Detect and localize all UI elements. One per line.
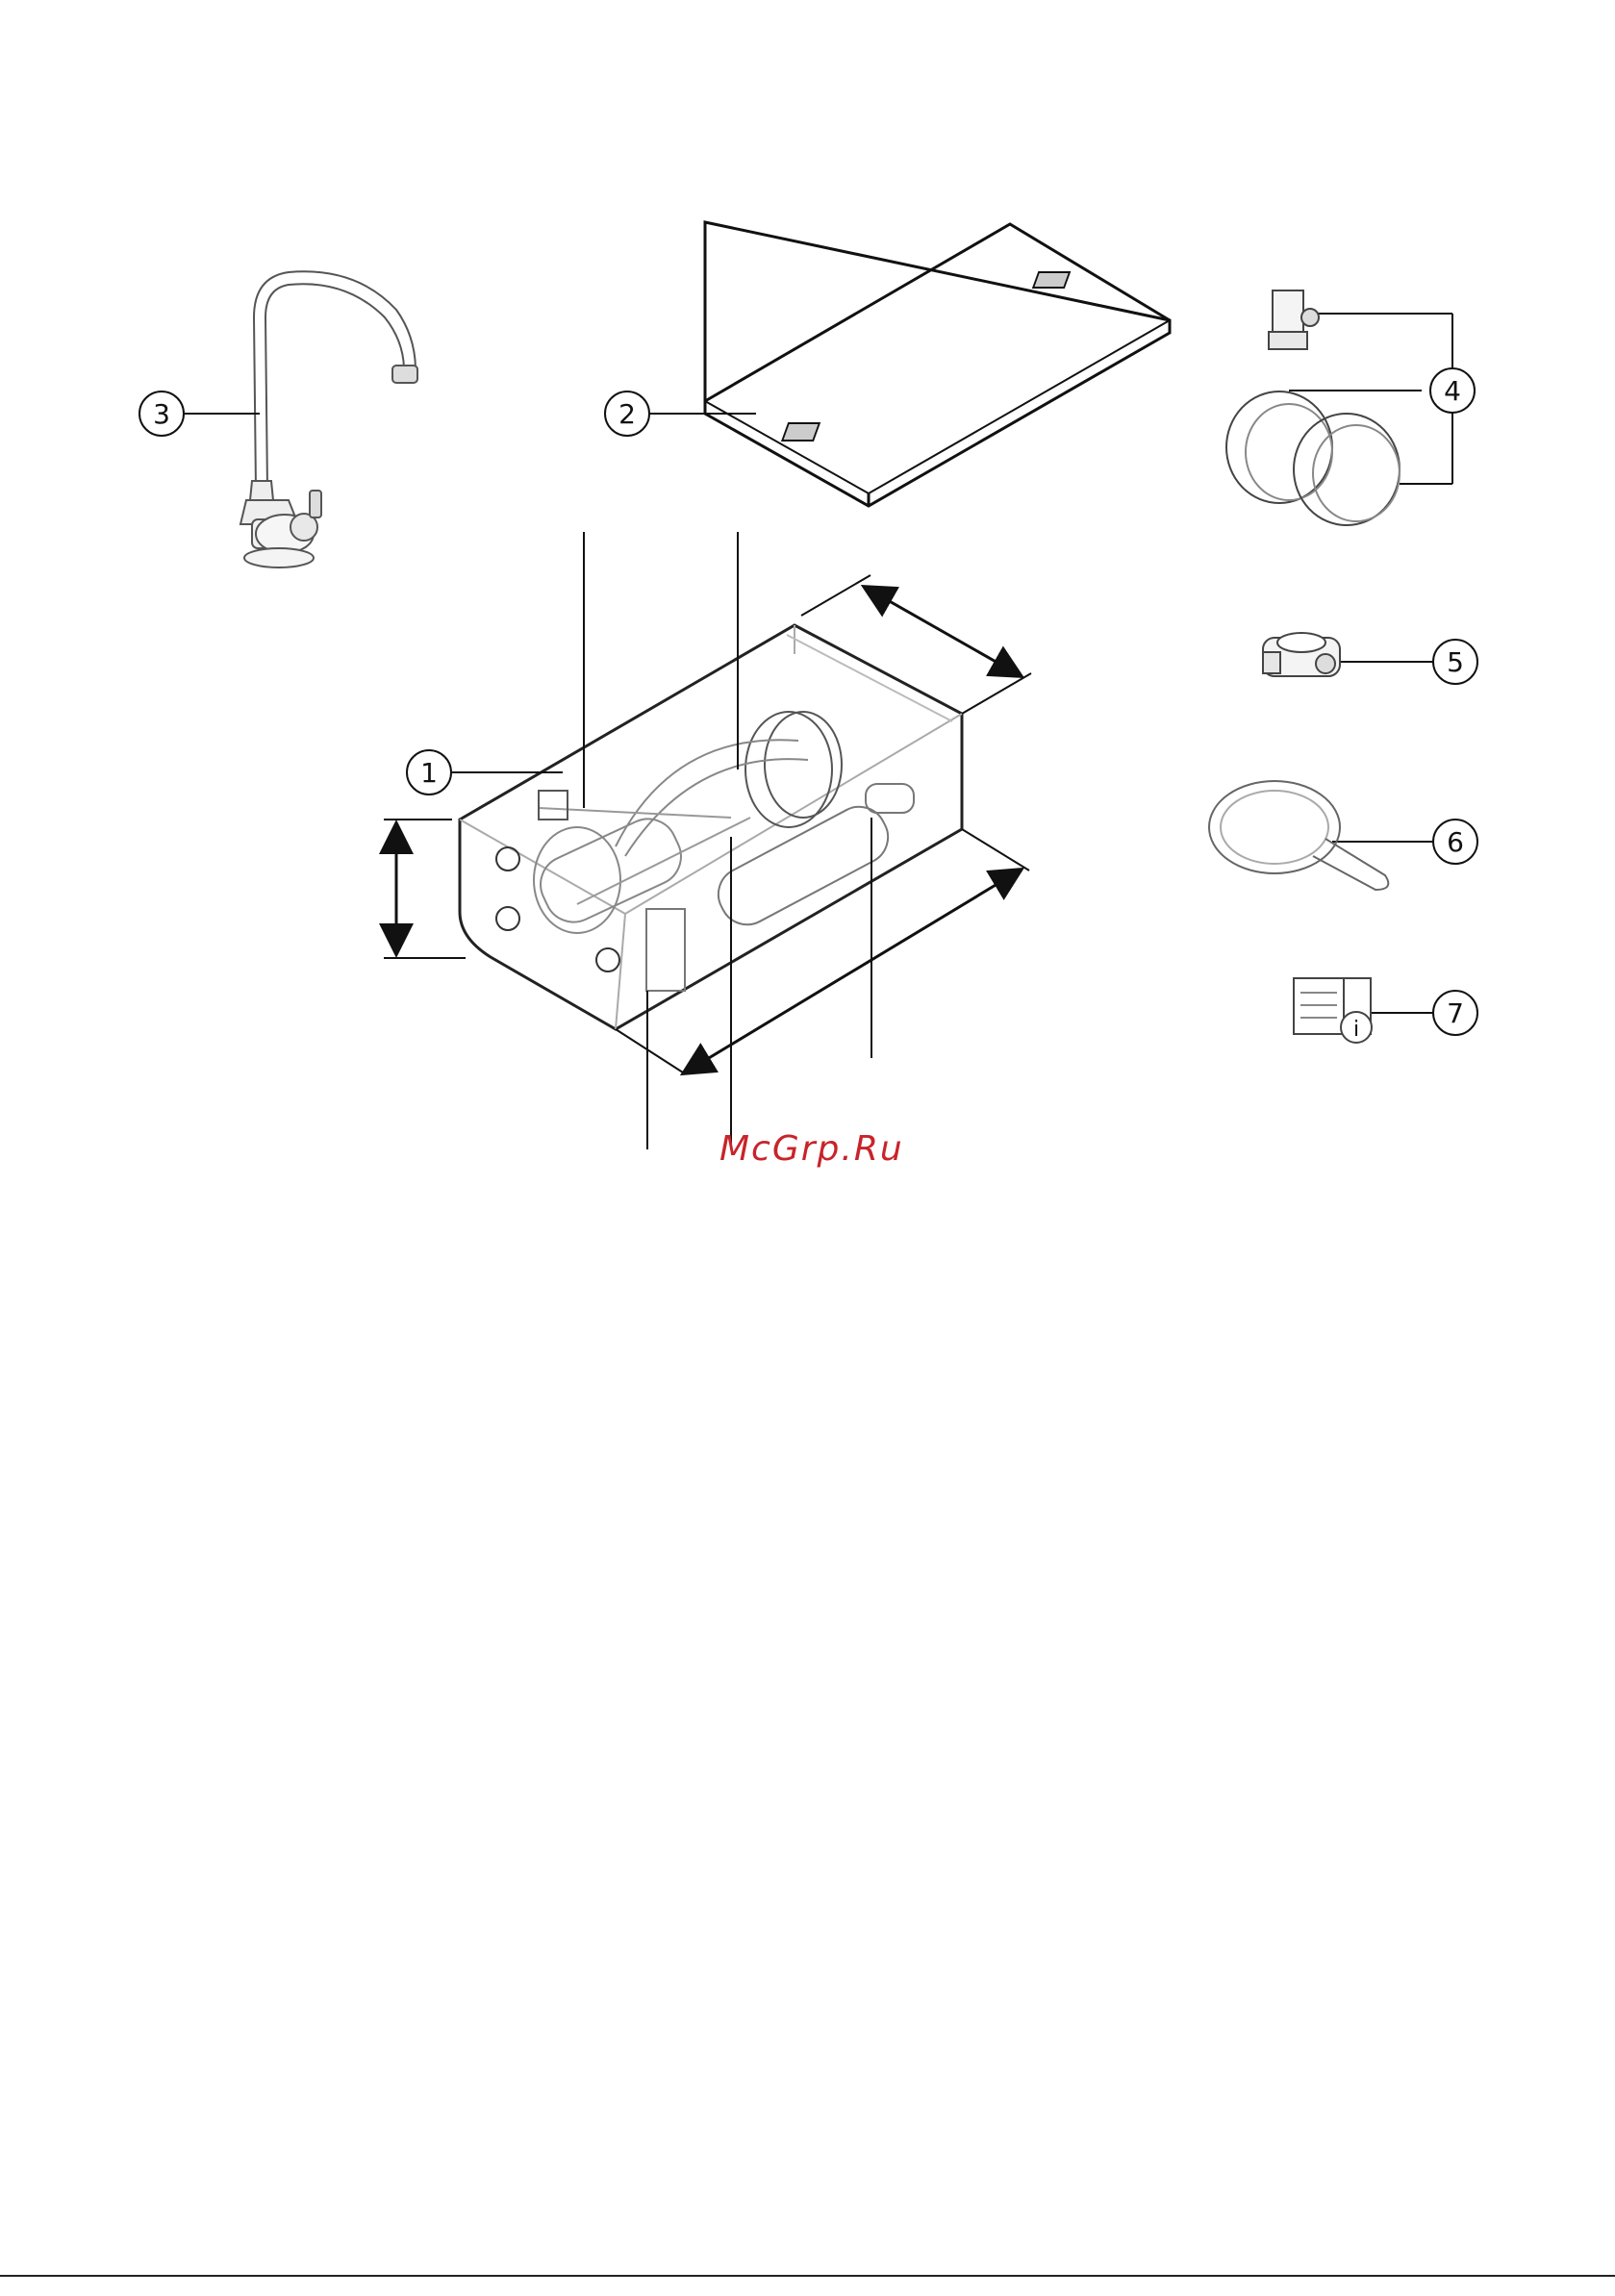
connection-valve-and-tube bbox=[1226, 290, 1400, 525]
callout-3-label: 3 bbox=[153, 398, 170, 430]
callout-7-label: 7 bbox=[1447, 997, 1464, 1029]
drain-clamp bbox=[1263, 633, 1340, 676]
callout-2-label: 2 bbox=[618, 398, 636, 430]
callout-5-label: 5 bbox=[1447, 646, 1464, 678]
callout-4-label: 4 bbox=[1444, 375, 1461, 407]
callout-6: 6 bbox=[1433, 820, 1477, 864]
callout-1-label: 1 bbox=[420, 757, 438, 789]
callout-3: 3 bbox=[139, 391, 184, 436]
manual-icon bbox=[1294, 978, 1372, 1043]
callout-4: 4 bbox=[1430, 368, 1475, 413]
dimension-lines bbox=[384, 575, 1031, 1072]
watermark: McGrp.Ru bbox=[719, 1129, 904, 1169]
callout-2: 2 bbox=[605, 391, 649, 436]
callout-7: 7 bbox=[1433, 991, 1477, 1035]
callout-6-label: 6 bbox=[1447, 826, 1464, 858]
callout-5: 5 bbox=[1433, 640, 1477, 684]
faucet bbox=[240, 271, 417, 568]
manual-info-glyph: i bbox=[1353, 1018, 1359, 1042]
page-bottom-rule bbox=[0, 2275, 1615, 2280]
lid bbox=[705, 222, 1170, 506]
filter-unit bbox=[460, 625, 962, 1029]
filter-wrench bbox=[1209, 781, 1388, 890]
callout-1: 1 bbox=[407, 750, 451, 795]
